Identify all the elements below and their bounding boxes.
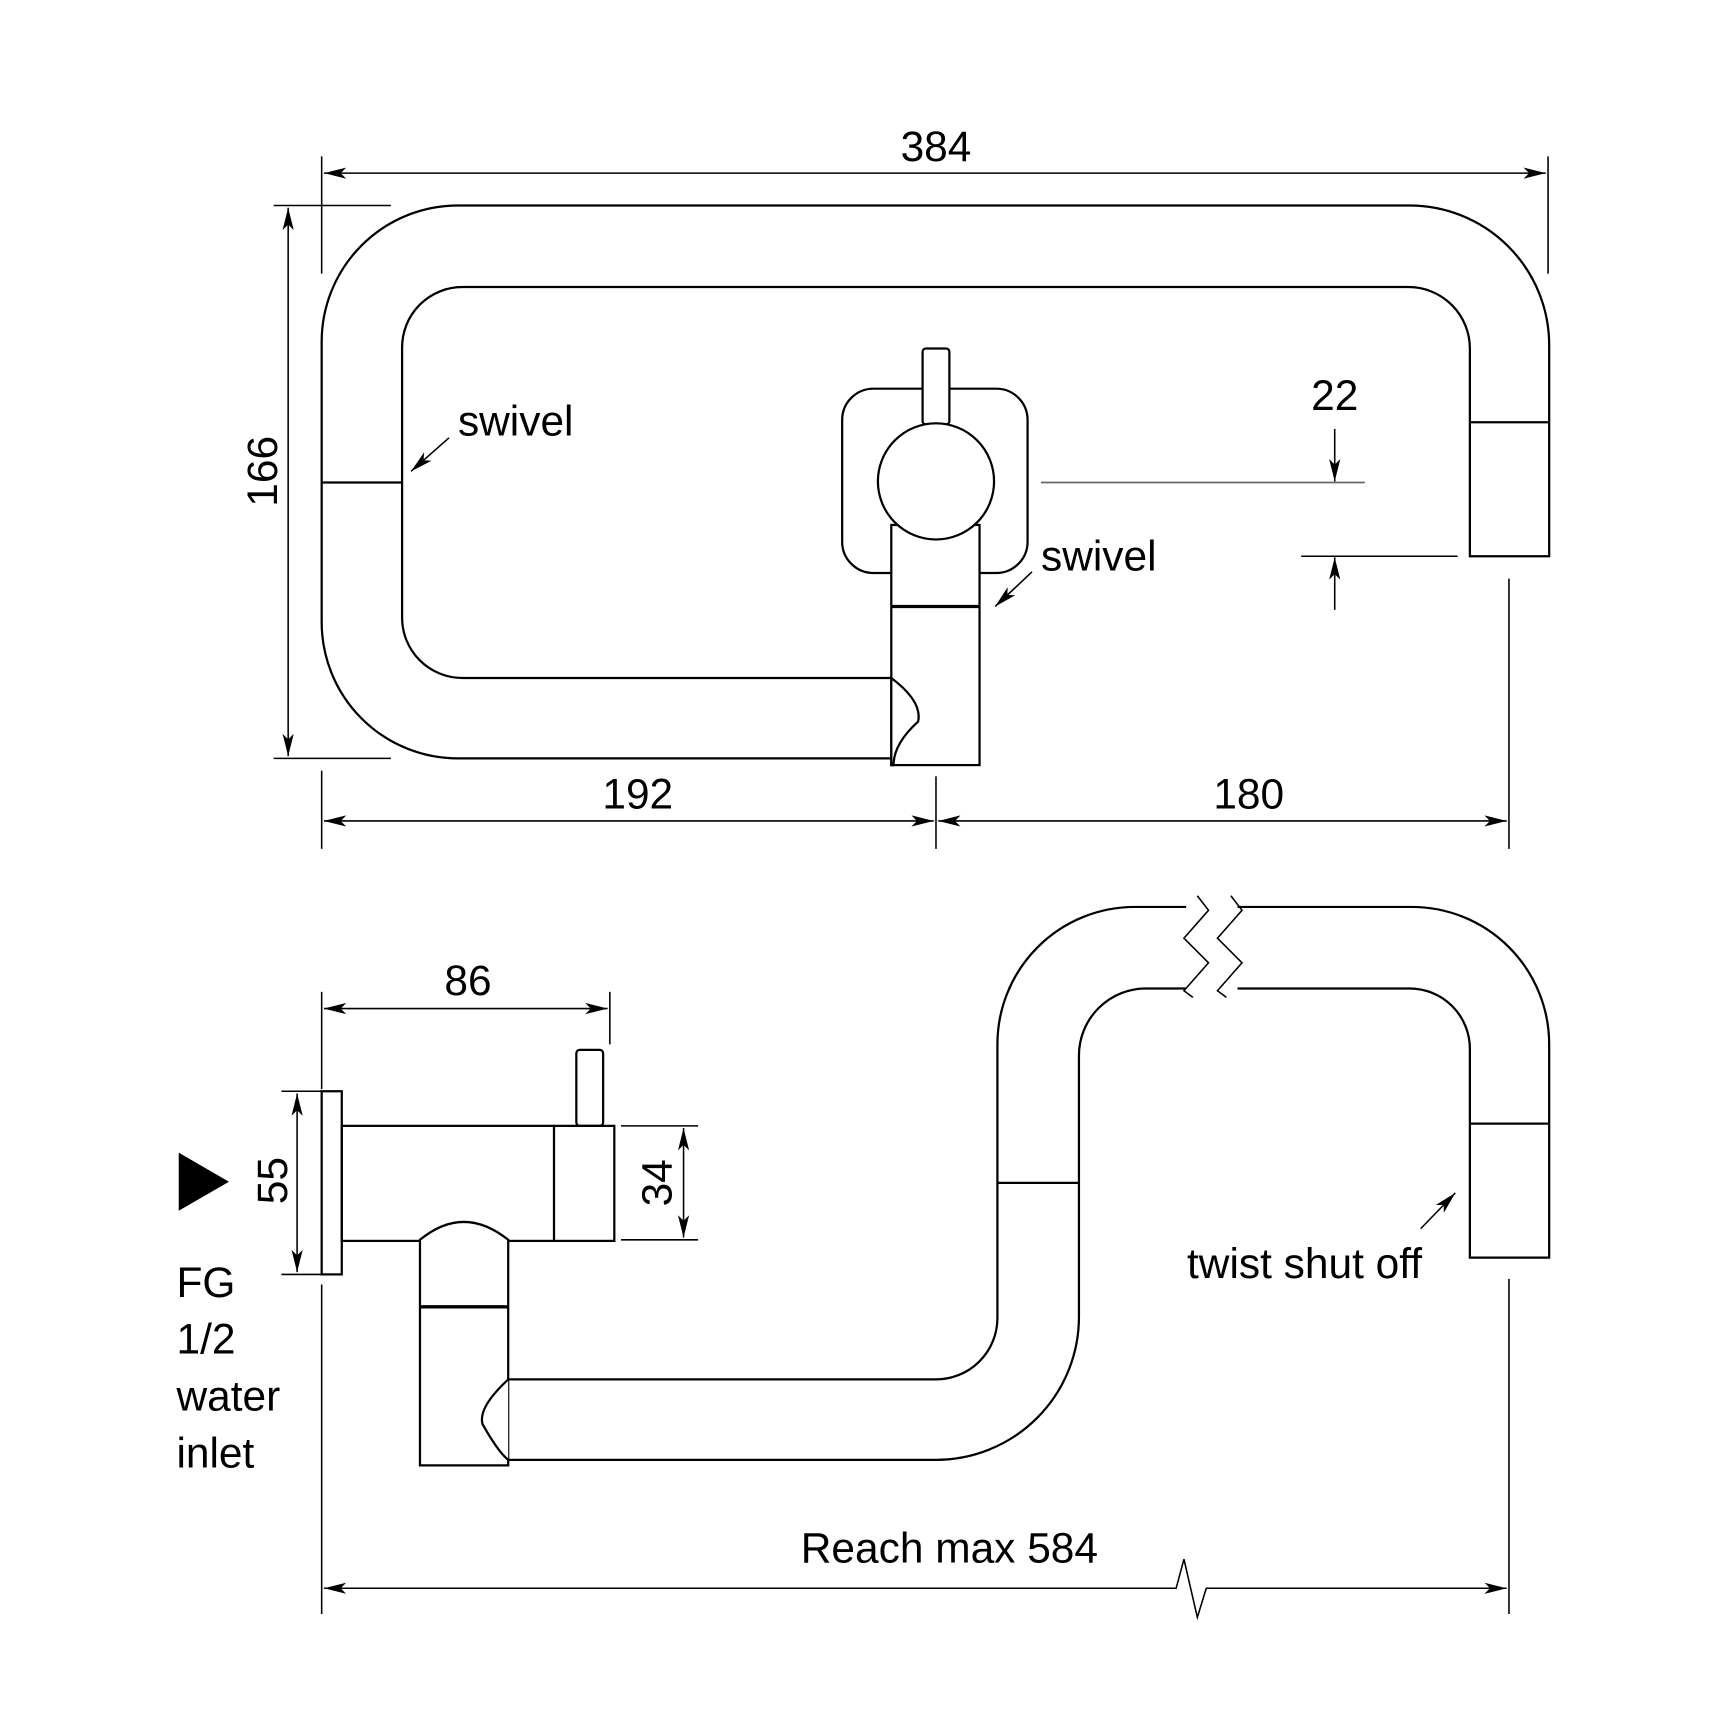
- inlet-label-line-3: water: [175, 1373, 280, 1420]
- dimension-body-length: 86: [320, 957, 611, 1090]
- dim-offset-label: 22: [1311, 372, 1358, 419]
- play-triangle-icon: [178, 1152, 229, 1211]
- wall-plate-side: [320, 1090, 343, 1276]
- inlet-label-line-1: FG: [176, 1259, 235, 1306]
- dim-height-label: 166: [239, 436, 286, 507]
- side-view: 86 55 34 FG 1/2 water inlet: [175, 893, 1551, 1621]
- dim-right-label: 180: [1213, 771, 1284, 818]
- dim-left-label: 192: [602, 771, 673, 818]
- spout-pipe-side: [508, 905, 1551, 1461]
- dimension-plate-height: 55: [249, 1090, 341, 1276]
- dimension-reach: Reach max 584: [320, 1278, 1510, 1621]
- spout-pipe-top: [320, 204, 1551, 760]
- lever-handle: [921, 347, 951, 426]
- dim-plate-height-label: 55: [249, 1157, 296, 1204]
- dimension-spout-offset: 22: [1040, 372, 1458, 610]
- label-twist-shut-off: twist shut off: [1187, 1240, 1422, 1287]
- dim-body-height-label: 34: [633, 1159, 680, 1206]
- inlet-label-line-4: inlet: [176, 1430, 254, 1477]
- pipe-break-mark: [1182, 895, 1210, 999]
- dimension-left-right: 192 180: [320, 578, 1510, 849]
- label-swivel-left: swivel: [458, 398, 574, 445]
- dimension-width: 384: [320, 123, 1549, 274]
- dim-body-length-label: 86: [444, 957, 491, 1004]
- lever-handle-side: [575, 1048, 605, 1127]
- reach-label: Reach max 584: [801, 1525, 1098, 1572]
- dimension-height: 166: [239, 204, 391, 760]
- valve-knob: [876, 422, 996, 541]
- inlet-label-line-2: 1/2: [176, 1316, 235, 1363]
- dim-width-label: 384: [901, 123, 972, 170]
- label-swivel-body: swivel: [1041, 533, 1157, 580]
- swivel-body: [890, 523, 981, 767]
- top-view: 384 166 swivel swivel 22: [239, 123, 1551, 849]
- dimension-body-height: 34: [621, 1125, 699, 1241]
